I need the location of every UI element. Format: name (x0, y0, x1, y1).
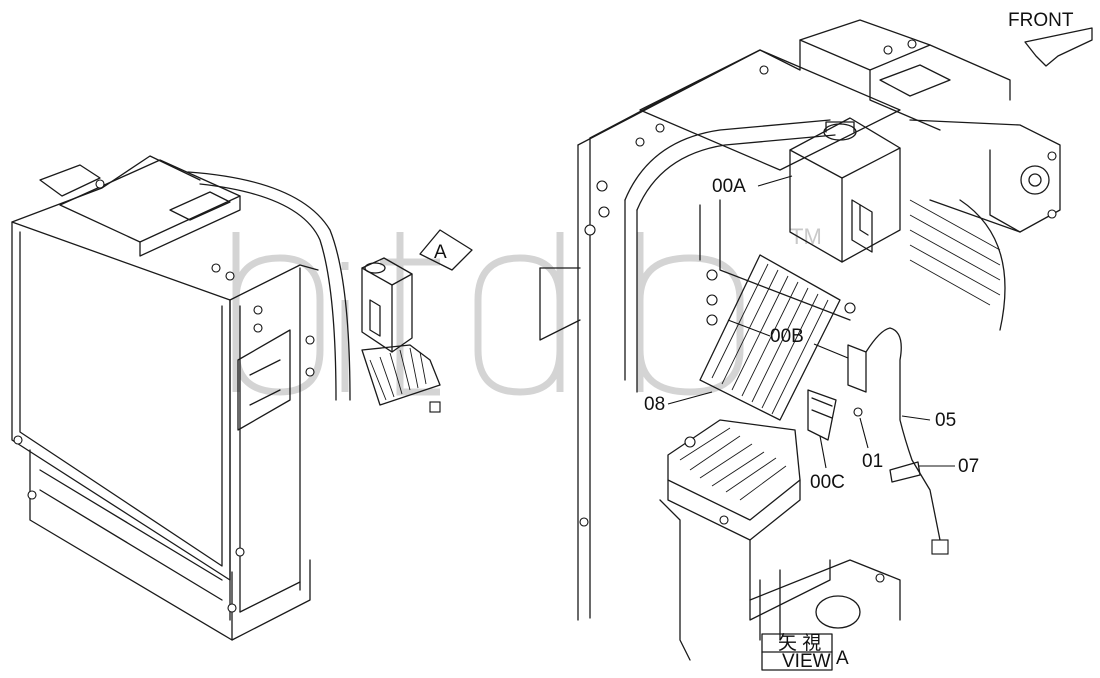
callout-05: 05 (901, 410, 956, 431)
view-a-letter: A (434, 242, 447, 263)
watermark-tm: TM (790, 224, 822, 249)
callout-07: 07 (918, 456, 979, 477)
view-a-arrow: A (419, 229, 473, 271)
svg-text:00B: 00B (770, 326, 804, 347)
svg-text:05: 05 (935, 410, 956, 431)
left-radiator-assembly (11, 155, 441, 641)
front-arrow-icon (1024, 27, 1093, 67)
view-a-box-letter: A (836, 648, 849, 669)
callout-00C: 00C (810, 435, 845, 493)
svg-text:00A: 00A (712, 176, 746, 197)
callout-01: 01 (859, 417, 883, 472)
callout-00A: 00A (712, 175, 793, 197)
callout-08: 08 (644, 391, 713, 415)
svg-text:00C: 00C (810, 472, 845, 493)
svg-text:01: 01 (862, 451, 883, 472)
svg-text:08: 08 (644, 394, 665, 415)
front-orientation: FRONT (1008, 10, 1093, 67)
view-a-en: VIEW (782, 651, 831, 672)
svg-text:07: 07 (958, 456, 979, 477)
view-a-jp: 矢 視 (778, 632, 821, 654)
view-a-box: 矢 視 VIEW A (761, 632, 849, 672)
front-label: FRONT (1008, 10, 1074, 31)
right-radiator-assembly (539, 19, 1061, 661)
callout-00B: 00B (727, 319, 849, 359)
